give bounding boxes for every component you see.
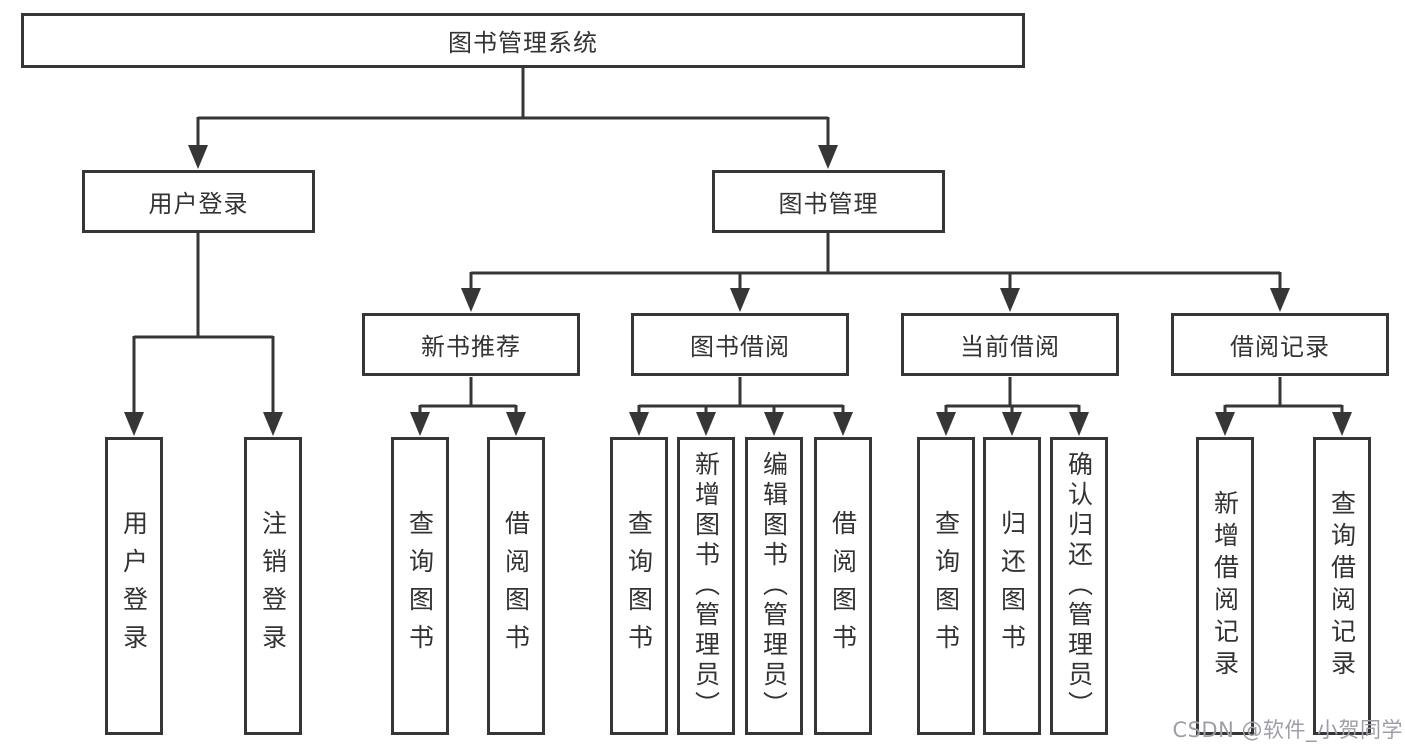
connector-lines xyxy=(132,68,1344,414)
leaf-add-books-admin: 新增图书（管理员） xyxy=(677,437,735,735)
csdn-watermark: CSDN @软件_小贺同学 xyxy=(1172,718,1403,742)
leaf-return-books: 归还图书 xyxy=(983,437,1041,735)
leaf-query-books-borrow: 查询图书 xyxy=(610,437,668,735)
leaf-edit-books-admin: 编辑图书（管理员） xyxy=(745,437,803,735)
arrowheads xyxy=(124,145,1352,436)
node-user-login-branch: 用户登录 xyxy=(82,170,315,233)
leaf-logout: 注销登录 xyxy=(244,437,302,735)
node-book-borrow: 图书借阅 xyxy=(631,313,849,376)
node-library-system: 图书管理系统 xyxy=(21,13,1025,68)
node-new-book-recommend: 新书推荐 xyxy=(362,313,580,376)
node-book-management: 图书管理 xyxy=(712,170,945,233)
leaf-query-books-current: 查询图书 xyxy=(917,437,975,735)
leaf-query-books-recommend: 查询图书 xyxy=(391,437,449,735)
leaf-borrow-books: 借阅图书 xyxy=(814,437,872,735)
leaf-add-borrow-record: 新增借阅记录 xyxy=(1196,437,1254,735)
leaf-query-borrow-record: 查询借阅记录 xyxy=(1313,437,1371,735)
node-borrow-records: 借阅记录 xyxy=(1171,313,1389,376)
leaf-user-login: 用户登录 xyxy=(105,437,163,735)
leaf-confirm-return-admin: 确认归还（管理员） xyxy=(1050,437,1108,735)
node-current-borrow: 当前借阅 xyxy=(901,313,1119,376)
leaf-borrow-books-recommend: 借阅图书 xyxy=(487,437,545,735)
